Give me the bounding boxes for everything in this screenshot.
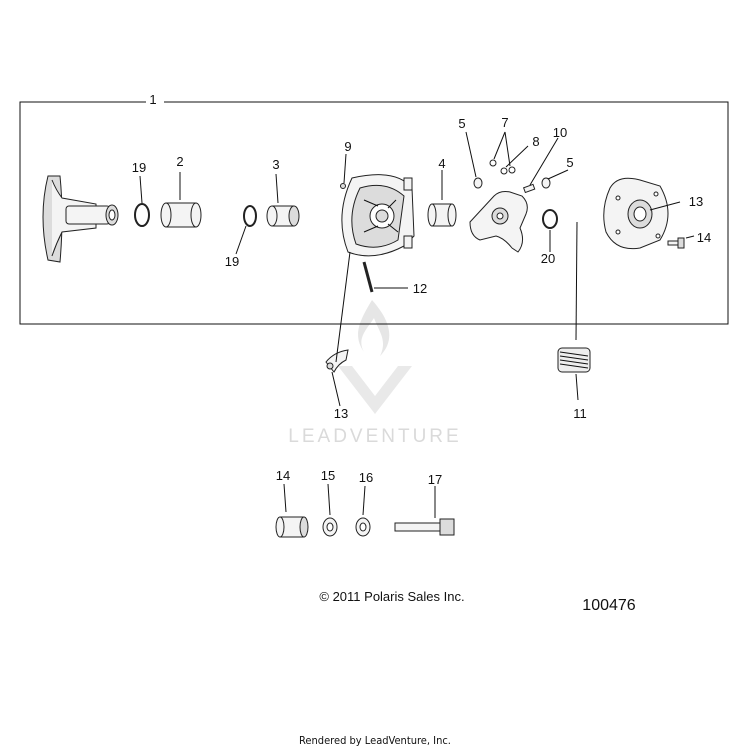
pin-13 <box>362 261 374 293</box>
callout-8: 10 <box>553 125 567 140</box>
bushing-3 <box>427 203 457 227</box>
copyright-text: © 2011 Polaris Sales Inc. <box>319 589 464 604</box>
watermark-v-icon <box>338 366 412 414</box>
callout-13: 12 <box>413 281 427 296</box>
bushing-15 <box>275 516 309 538</box>
callout-9: 9 <box>344 139 351 154</box>
button-5-right <box>541 177 551 189</box>
callout-11: 13 <box>689 194 703 209</box>
screw-9 <box>340 183 346 189</box>
spider <box>469 191 528 253</box>
washers-6-7 <box>489 159 516 175</box>
footer-text: Rendered by LeadVenture, Inc. <box>299 734 451 747</box>
callout-5-left: 5 <box>458 116 465 131</box>
leadventure-watermark: LEADVENTURE <box>288 300 461 447</box>
bolt-18 <box>394 518 455 536</box>
cover-11 <box>603 177 669 250</box>
callout-10: 11 <box>573 406 587 421</box>
callout-3: 4 <box>438 156 445 171</box>
pin-8 <box>522 183 536 194</box>
callout-17: 16 <box>359 470 373 485</box>
button-5-left <box>473 177 483 189</box>
spring-10 <box>557 347 591 373</box>
movable-sheave <box>341 174 415 257</box>
callout-2: 2 <box>176 154 183 169</box>
callout-6: 7 <box>501 115 508 130</box>
callout-7: 8 <box>532 134 539 149</box>
figure-number: 100476 <box>582 597 635 614</box>
watermark-flame-icon <box>358 300 390 356</box>
callout-19-top: 19 <box>132 160 146 175</box>
callout-12: 14 <box>697 230 711 245</box>
callout-16: 15 <box>321 468 335 483</box>
bolt-12 <box>667 237 685 249</box>
callout-19-bottom: 19 <box>225 254 239 269</box>
callout-15: 14 <box>276 468 290 483</box>
callout-20: 20 <box>541 251 555 266</box>
callout-18: 17 <box>428 472 442 487</box>
callout-14: 13 <box>334 406 348 421</box>
callout-5-right: 5 <box>566 155 573 170</box>
bushing-4 <box>266 205 300 227</box>
ring-19-left <box>134 203 150 227</box>
ring-19-middle <box>243 205 257 227</box>
callout-4: 3 <box>272 157 279 172</box>
washer-16 <box>322 517 338 537</box>
washer-17 <box>355 517 371 537</box>
fixed-sheave <box>42 175 119 263</box>
ring-20 <box>542 209 558 229</box>
weight-14 <box>325 349 349 373</box>
bushing-2 <box>160 202 202 228</box>
callout-1: 1 <box>149 92 156 107</box>
assembly-frame <box>19 101 729 325</box>
watermark-text: LEADVENTURE <box>288 426 461 447</box>
